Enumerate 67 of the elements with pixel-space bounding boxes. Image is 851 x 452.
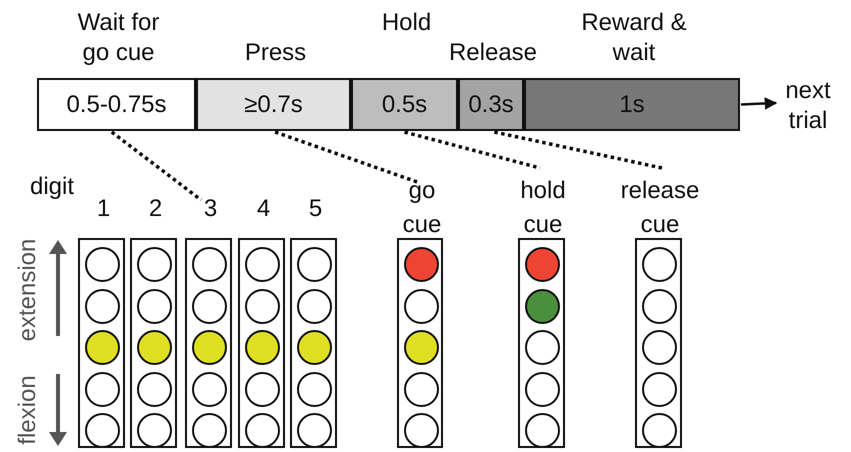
led-light bbox=[297, 413, 332, 448]
leader-line bbox=[494, 130, 662, 170]
panel-label: go cue bbox=[402, 176, 442, 240]
panel-label: 3 bbox=[202, 194, 218, 224]
led-light bbox=[404, 247, 439, 282]
duration-label: 0.3s bbox=[467, 90, 515, 120]
trial-label: next trial bbox=[784, 76, 832, 136]
leader-line bbox=[110, 130, 202, 202]
led-light bbox=[642, 413, 677, 448]
led-light bbox=[642, 247, 677, 282]
led-light bbox=[642, 330, 677, 365]
panel-label: release cue bbox=[620, 176, 700, 240]
panel-label: 1 bbox=[96, 194, 112, 224]
panel-label: hold cue bbox=[519, 176, 567, 240]
led-light bbox=[245, 288, 280, 324]
axis-label: flexion bbox=[13, 374, 42, 447]
led-light bbox=[85, 372, 120, 406]
led-light bbox=[404, 288, 439, 324]
led-light bbox=[297, 330, 332, 365]
phase-heading: Reward & wait bbox=[580, 8, 688, 68]
led-light bbox=[137, 372, 172, 406]
led-light bbox=[525, 247, 560, 282]
led-light bbox=[85, 330, 120, 365]
led-light bbox=[245, 413, 280, 448]
led-light bbox=[642, 288, 677, 324]
led-light bbox=[137, 288, 172, 324]
panel-label: 4 bbox=[256, 194, 272, 224]
duration-label: ≥0.7s bbox=[243, 90, 304, 120]
phase-heading: Hold bbox=[380, 8, 432, 38]
led-light bbox=[192, 247, 227, 282]
led-light bbox=[192, 372, 227, 406]
led-light bbox=[525, 372, 560, 406]
led-light bbox=[85, 288, 120, 324]
led-light bbox=[404, 413, 439, 448]
duration-label: 0.5-0.75s bbox=[65, 90, 168, 120]
led-light bbox=[404, 330, 439, 365]
led-light bbox=[525, 413, 560, 448]
led-light bbox=[297, 288, 332, 324]
duration-label: 1s bbox=[618, 90, 646, 120]
led-light bbox=[192, 288, 227, 324]
led-light bbox=[85, 247, 120, 282]
axis-label: digit bbox=[30, 172, 74, 202]
duration-label: 0.5s bbox=[380, 90, 428, 120]
led-light bbox=[137, 413, 172, 448]
leader-line bbox=[404, 130, 540, 170]
leader-line bbox=[274, 130, 418, 184]
led-light bbox=[137, 330, 172, 365]
panel-label: 5 bbox=[308, 194, 324, 224]
arrow bbox=[740, 97, 778, 110]
axis-label: extension bbox=[13, 238, 42, 344]
led-light bbox=[245, 330, 280, 365]
led-light bbox=[245, 372, 280, 406]
led-light bbox=[525, 330, 560, 365]
led-light bbox=[192, 330, 227, 365]
phase-heading: Release bbox=[448, 38, 538, 68]
panel-label: 2 bbox=[148, 194, 164, 224]
led-light bbox=[192, 413, 227, 448]
led-light bbox=[297, 247, 332, 282]
led-light bbox=[137, 247, 172, 282]
led-light bbox=[404, 372, 439, 406]
led-light bbox=[642, 372, 677, 406]
led-light bbox=[525, 288, 560, 324]
phase-heading: Wait for go cue bbox=[76, 8, 160, 68]
led-light bbox=[297, 372, 332, 406]
phase-heading: Press bbox=[244, 38, 308, 68]
led-light bbox=[245, 247, 280, 282]
led-light bbox=[85, 413, 120, 448]
